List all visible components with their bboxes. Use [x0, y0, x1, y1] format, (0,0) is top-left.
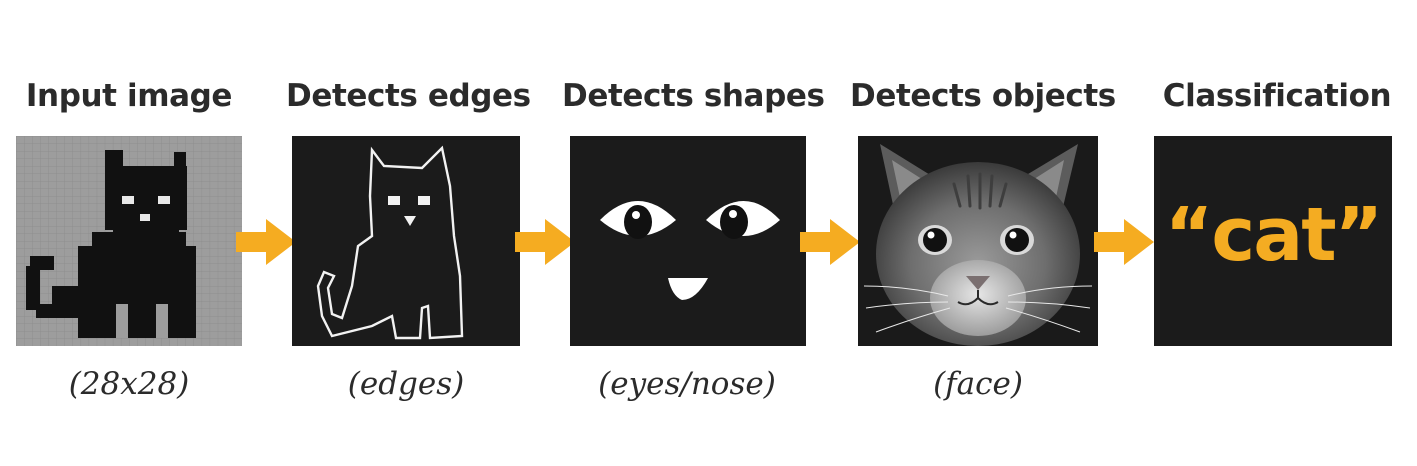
classification-panel: “cat”	[1154, 136, 1392, 346]
stage-title-objects: Detects objects	[850, 78, 1116, 114]
stage-title-classification: Classification	[1162, 78, 1392, 114]
arrow-4	[1094, 217, 1156, 267]
objects-panel	[858, 136, 1098, 346]
arrow-right-icon	[1094, 219, 1154, 265]
edges-panel	[292, 136, 520, 346]
stage-caption-input: (28x28)	[68, 366, 190, 402]
stage-title-input: Input image	[25, 78, 233, 114]
arrow-right-icon	[236, 219, 296, 265]
arrow-right-icon	[515, 219, 575, 265]
eyes-nose-shapes-icon	[570, 136, 806, 346]
arrow-1	[236, 217, 298, 267]
stage-title-edges: Detects edges	[286, 78, 531, 114]
cat-face-icon	[858, 136, 1098, 346]
stage-caption-objects: (face)	[933, 366, 1023, 402]
stage-caption-shapes: (eyes/nose)	[598, 366, 776, 402]
stage-caption-edges: (edges)	[347, 366, 465, 402]
arrow-3	[800, 217, 862, 267]
classification-output: “cat”	[1164, 192, 1383, 278]
input-image-panel	[16, 136, 242, 346]
cat-outline-icon	[292, 136, 520, 346]
arrow-2	[515, 217, 577, 267]
stage-title-shapes: Detects shapes	[562, 78, 825, 114]
arrow-right-icon	[800, 219, 860, 265]
pixel-cat-icon	[16, 136, 242, 346]
shapes-panel	[570, 136, 806, 346]
